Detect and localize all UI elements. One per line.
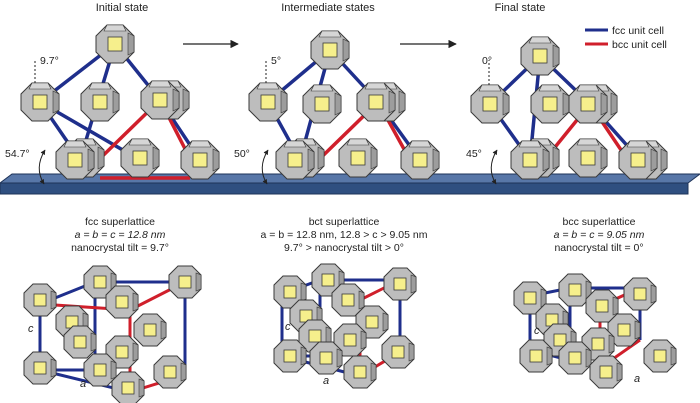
bct-title: bct superlattice <box>309 216 380 228</box>
initial-state-assembly: 9.7° 54.7° <box>5 24 220 185</box>
legend-bcc-label: bcc unit cell <box>612 39 667 51</box>
bcc-a-axis-label: a <box>634 373 640 385</box>
fcc-params: a = b = c = 12.8 nm <box>75 229 166 241</box>
fcc-a-axis-label: a <box>80 378 86 390</box>
fcc-title: fcc superlattice <box>85 216 155 228</box>
bct-params: a = b = 12.8 nm, 12.8 > c > 9.05 nm <box>261 229 428 241</box>
bcc-title: bcc superlattice <box>563 216 636 228</box>
bcc-c-axis-label: c <box>534 325 540 337</box>
fcc-tilt: nanocrystal tilt = 9.7° <box>71 242 169 254</box>
final-state-title: Final state <box>495 2 546 14</box>
substrate <box>0 182 689 195</box>
intermediate-tilt-label: 5° <box>271 55 281 67</box>
bct-superlattice-cell: c a <box>273 263 417 389</box>
bcc-tilt: nanocrystal tilt = 0° <box>554 242 643 254</box>
bct-c-axis-label: c <box>285 321 291 333</box>
final-angle-label: 45° <box>466 148 482 160</box>
bct-tilt: 9.7° > nanocrystal tilt > 0° <box>284 242 404 254</box>
intermediate-state-title: Intermediate states <box>281 2 375 14</box>
fcc-c-axis-label: c <box>28 323 34 335</box>
bct-a-axis-label: a <box>323 375 329 387</box>
initial-angle-label: 54.7° <box>5 148 30 160</box>
legend: fcc unit cell bcc unit cell <box>585 25 667 51</box>
fcc-superlattice-cell: c a <box>23 265 202 403</box>
initial-tilt-label: 9.7° <box>40 55 59 67</box>
bcc-params: a = b = c = 9.05 nm <box>554 229 645 241</box>
bcc-caption: bcc superlattice a = b = c = 9.05 nm nan… <box>554 216 645 254</box>
final-tilt-label: 0° <box>482 55 492 67</box>
bct-caption: bct superlattice a = b = 12.8 nm, 12.8 >… <box>261 216 428 254</box>
intermediate-state-assembly: 5° 50° <box>234 30 440 185</box>
legend-fcc-label: fcc unit cell <box>612 25 664 37</box>
fcc-caption: fcc superlattice a = b = c = 12.8 nm nan… <box>71 216 169 254</box>
final-state-assembly: 0° 45° <box>466 36 668 185</box>
bcc-superlattice-cell: c a <box>513 273 677 389</box>
intermediate-angle-label: 50° <box>234 148 250 160</box>
initial-state-title: Initial state <box>96 2 149 14</box>
